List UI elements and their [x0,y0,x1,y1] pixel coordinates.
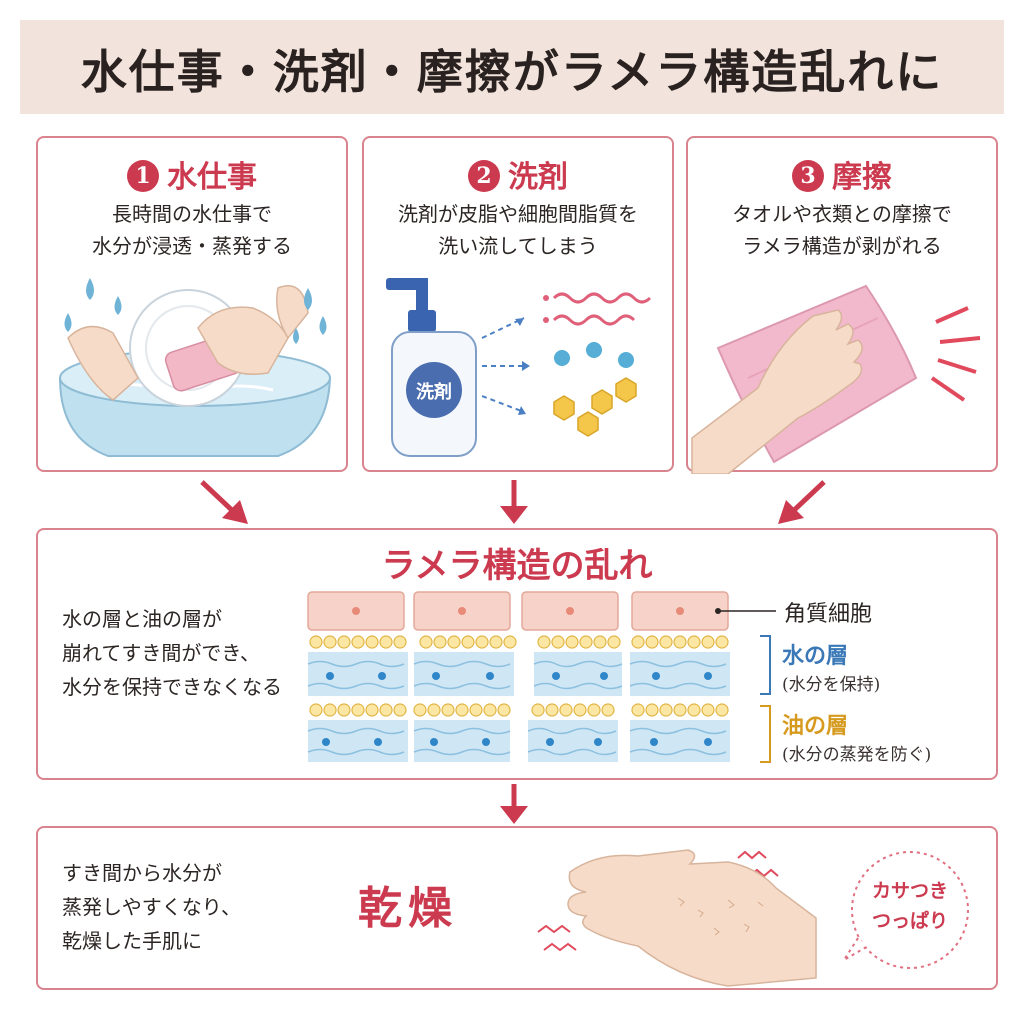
lamella-structure-diagram [307,591,776,763]
arrow-down-icon [500,480,528,524]
page-title: 水仕事・洗剤・摩擦がラメラ構造乱れに [80,45,944,99]
arrow-down-right-icon [778,480,826,524]
oil-layer-label: 油の層 [782,713,849,739]
towel-friction-illustration [691,284,981,474]
number-badge: 1 [127,160,159,192]
lamella-card: ラメラ構造の乱れ 水の層と油の層が 崩れてすき間ができ、 水分を保持できなくなる [36,528,998,780]
number-badge: 3 [792,160,824,192]
bottle-label: 洗剤 [416,382,452,403]
number-badge: 2 [468,160,500,192]
lamella-line: 崩れてすき間ができ、 [62,641,260,665]
dryness-line: 乾燥した手肌に [62,929,202,953]
dryness-card: すき間から水分が 蒸発しやすくなり、 乾燥した手肌に 乾燥 カサつき つっぱり [36,826,998,990]
symptom-line: カサつき [871,880,948,902]
lamella-description: 水の層と油の層が 崩れてすき間ができ、 水分を保持できなくなる [62,602,282,704]
arrow-down-icon [500,784,528,824]
dryness-line: すき間から水分が [62,861,222,885]
cause-description: 洗剤が皮脂や細胞間脂質を 洗い流してしまう [364,198,672,262]
dryness-description: すき間から水分が 蒸発しやすくなり、 乾燥した手肌に [62,856,241,958]
cause-line: タオルや衣類との摩擦で [732,202,952,226]
water-layer-note: (水分を保持) [782,675,881,695]
cause-line: 洗い流してしまう [438,234,598,258]
arrow-down-left-icon [200,480,248,524]
corneocyte-label: 角質細胞 [784,602,873,627]
water-layer-label: 水の層 [782,643,849,669]
cause-title-text: 水仕事 [167,160,257,195]
dry-hand-illustration [537,849,969,987]
detergent-illustration [386,278,652,457]
oil-layer-note: (水分の蒸発を防ぐ) [782,745,932,765]
lamella-line: 水分を保持できなくなる [62,675,282,699]
dryness-line: 蒸発しやすくなり、 [62,895,241,919]
dishwashing-illustration [58,278,332,457]
cause-description: タオルや衣類との摩擦で ラメラ構造が剥がれる [688,198,996,262]
lamella-title: ラメラ構造の乱れ [381,546,653,586]
cause-title-text: 摩擦 [832,160,892,195]
cause-line: 水分が浸透・蒸発する [92,234,292,258]
cause-line: ラメラ構造が剥がれる [742,234,942,258]
lamella-line: 水の層と油の層が [62,607,222,631]
cause-line: 長時間の水仕事で [112,202,272,226]
symptom-bubble: カサつき つっぱり [854,876,966,936]
cause-line: 洗剤が皮脂や細胞間脂質を [398,202,638,226]
cause-title-text: 洗剤 [508,160,568,195]
dryness-title: 乾燥 [358,883,458,934]
symptom-line: つっぱり [871,910,948,932]
cause-description: 長時間の水仕事で 水分が浸透・蒸発する [38,198,346,262]
title-banner: 水仕事・洗剤・摩擦がラメラ構造乱れに [20,20,1004,114]
